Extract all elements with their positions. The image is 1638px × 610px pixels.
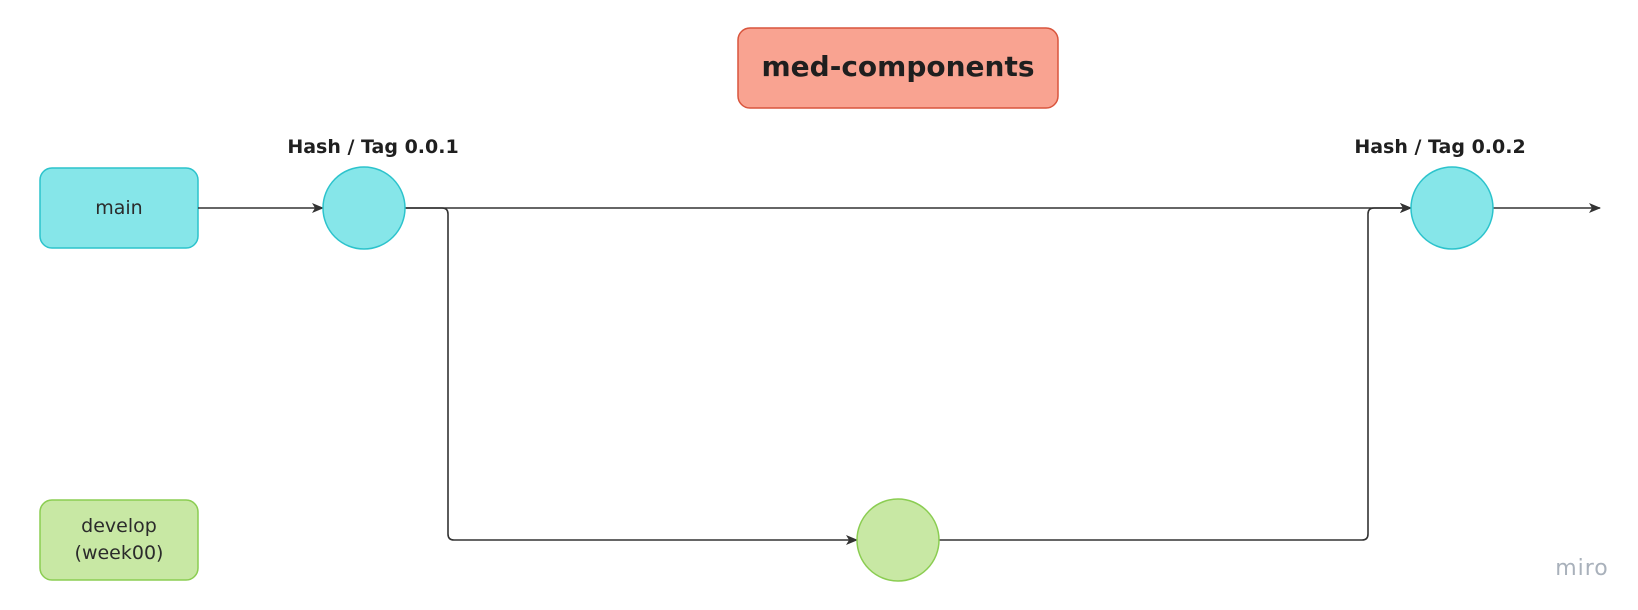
edge-tag1-to-develop-commit [405, 207, 858, 545]
main-branch-label: main [95, 197, 142, 219]
main-branch-box[interactable]: main [39, 167, 199, 249]
title-box-shape [737, 27, 1059, 109]
commit-node-develop[interactable] [856, 498, 940, 582]
develop-branch-label-line2: (week00) [75, 542, 164, 564]
develop-branch-label-line1: develop [81, 515, 157, 537]
commit-node-tag1[interactable] [322, 166, 406, 250]
miro-watermark: miro [1555, 556, 1609, 581]
diagram-title: med-components [761, 50, 1034, 83]
tag-label-first: Hash / Tag 0.0.1 [287, 136, 458, 158]
edge-develop-commit-to-tag2 [939, 203, 1412, 541]
title-box[interactable]: med-components [737, 27, 1059, 109]
develop-branch-box[interactable]: develop (week00) [39, 499, 199, 581]
develop-branch-shape [39, 499, 199, 581]
tag-label-second: Hash / Tag 0.0.2 [1354, 136, 1525, 158]
commit-node-tag2[interactable] [1410, 166, 1494, 250]
